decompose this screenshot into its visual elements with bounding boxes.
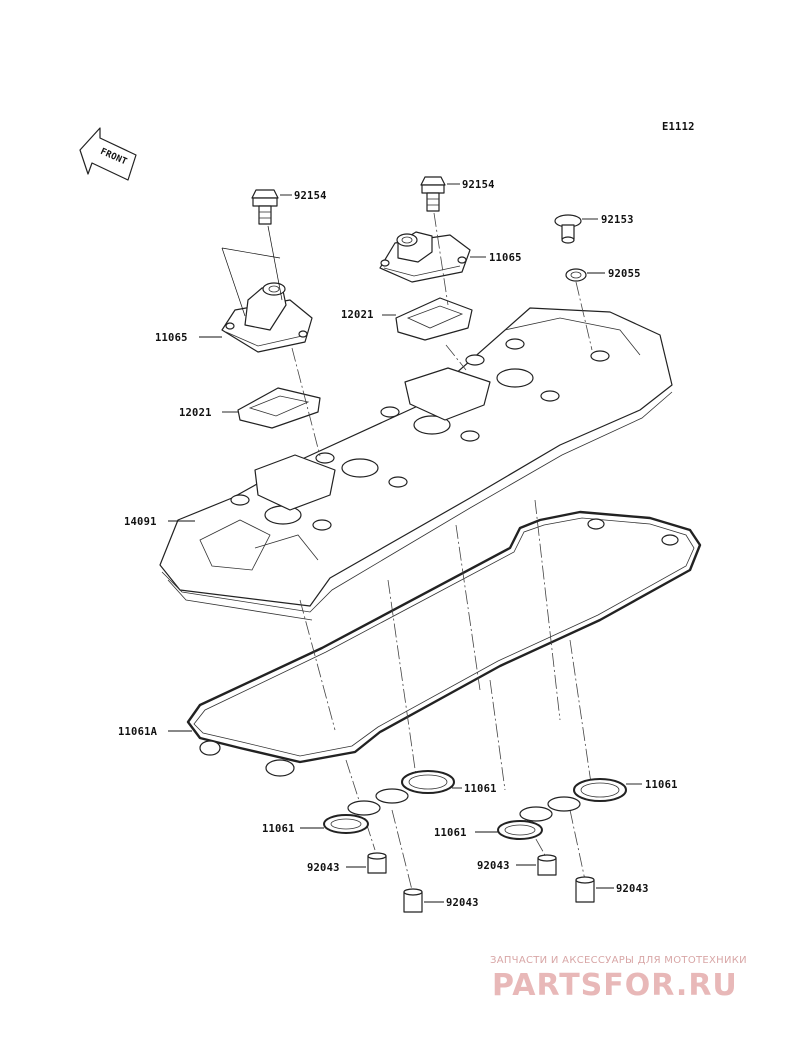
head-cover-gasket[interactable] xyxy=(186,510,702,777)
svg-text:12021: 12021 xyxy=(341,309,374,321)
svg-text:92043: 92043 xyxy=(307,862,340,874)
breather-cover-left[interactable] xyxy=(221,282,313,353)
bolt-right-label: 92154 xyxy=(447,179,495,191)
svg-text:11061: 11061 xyxy=(262,823,295,835)
cover-label: 14091 xyxy=(124,516,195,528)
svg-text:11065: 11065 xyxy=(155,332,188,344)
svg-text:92043: 92043 xyxy=(616,883,649,895)
gasket-label: 11061A xyxy=(118,726,192,738)
svg-text:11061: 11061 xyxy=(464,783,497,795)
watermark: ЗАПЧАСТИ И АКСЕССУАРЫ ДЛЯ МОТОТЕХНИКИ PA… xyxy=(490,955,747,1003)
dowel-pin-a[interactable] xyxy=(367,852,387,874)
seal-c-label: 11061 xyxy=(626,779,678,791)
svg-text:92055: 92055 xyxy=(608,268,641,280)
seal-small-left[interactable] xyxy=(323,788,409,834)
grommet-label: 92055 xyxy=(587,268,641,280)
svg-text:92043: 92043 xyxy=(477,860,510,872)
bolt-small[interactable] xyxy=(554,214,582,244)
breather-left-label: 11065 xyxy=(155,332,222,344)
seal-d-label: 11061 xyxy=(434,827,498,839)
seal-b-label: 11061 xyxy=(262,823,324,835)
watermark-logo: PARTSFOR.RU xyxy=(492,968,738,1003)
dowel-pin-d[interactable] xyxy=(575,876,595,903)
diagram-code: E1112 xyxy=(662,121,695,133)
svg-text:11065: 11065 xyxy=(489,252,522,264)
bolt-right[interactable] xyxy=(420,176,446,212)
front-arrow-icon: FRONT xyxy=(79,127,137,181)
plate-left[interactable] xyxy=(237,387,321,429)
dowel-d-label: 92043 xyxy=(596,883,649,895)
cylinder-head-cover[interactable] xyxy=(159,307,673,621)
dowel-c-label: 92043 xyxy=(477,860,536,872)
dowel-pin-c[interactable] xyxy=(537,854,557,876)
svg-text:14091: 14091 xyxy=(124,516,157,528)
svg-text:92153: 92153 xyxy=(601,214,634,226)
dowel-b-label: 92043 xyxy=(424,897,479,909)
plate-right-label: 12021 xyxy=(341,309,396,321)
svg-text:11061A: 11061A xyxy=(118,726,158,738)
grommet[interactable] xyxy=(565,268,587,282)
dowel-a-label: 92043 xyxy=(307,862,366,874)
svg-text:92043: 92043 xyxy=(446,897,479,909)
dowel-pin-b[interactable] xyxy=(403,888,423,913)
seal-small-right[interactable] xyxy=(497,796,581,840)
bolt-small-label: 92153 xyxy=(582,214,634,226)
breather-right-label: 11065 xyxy=(470,252,522,264)
bolt-left[interactable] xyxy=(251,189,279,225)
seal-large-right[interactable] xyxy=(573,778,627,802)
svg-text:92154: 92154 xyxy=(462,179,495,191)
plate-right[interactable] xyxy=(395,297,473,341)
svg-text:12021: 12021 xyxy=(179,407,212,419)
bolt-left-label: 92154 xyxy=(280,190,327,202)
svg-text:11061: 11061 xyxy=(645,779,678,791)
seal-a-label: 11061 xyxy=(452,783,497,795)
seal-large-left[interactable] xyxy=(401,770,455,794)
svg-text:11061: 11061 xyxy=(434,827,467,839)
svg-text:92154: 92154 xyxy=(294,190,327,202)
plate-left-label: 12021 xyxy=(179,407,238,419)
breather-cover-right[interactable] xyxy=(379,231,471,283)
watermark-tagline: ЗАПЧАСТИ И АКСЕССУАРЫ ДЛЯ МОТОТЕХНИКИ xyxy=(490,955,747,966)
